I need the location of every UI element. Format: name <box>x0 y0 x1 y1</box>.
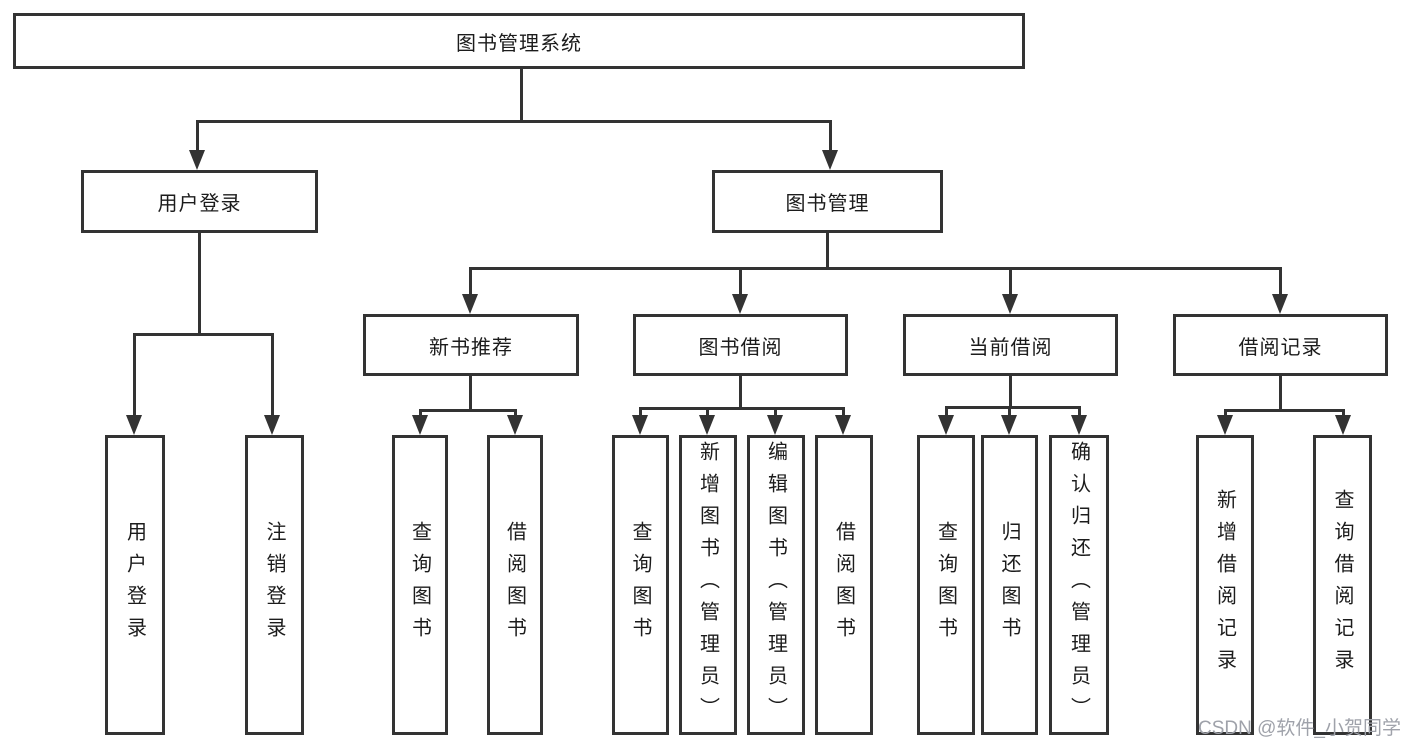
arrow-down-icon <box>126 415 142 435</box>
connector-drop-line <box>739 267 742 294</box>
connector-drop-line <box>829 120 832 152</box>
node-edit-books-admin: 编辑图书（管理员） <box>747 435 805 735</box>
watermark: CSDN @软件_小贺同学 <box>1198 718 1401 739</box>
arrow-down-icon <box>462 294 478 314</box>
node-query-borrow-record: 查询借阅记录 <box>1313 435 1372 735</box>
connector-drop-line <box>945 406 948 417</box>
connector-trunk-root <box>520 69 523 121</box>
arrow-down-icon <box>1071 415 1087 435</box>
arrow-down-icon <box>938 415 954 435</box>
node-user-login-leaf: 用户登录 <box>105 435 165 735</box>
connector-trunk-book-management <box>826 233 829 269</box>
node-logout: 注销登录 <box>245 435 304 735</box>
node-book-management: 图书管理 <box>712 170 943 233</box>
arrow-down-icon <box>264 415 280 435</box>
connector-drop-line <box>271 333 274 415</box>
connector-drop-line <box>469 267 472 294</box>
arrow-down-icon <box>835 415 851 435</box>
node-add-borrow-record: 新增借阅记录 <box>1196 435 1254 735</box>
node-query-books-borrowing: 查询图书 <box>612 435 669 735</box>
node-root: 图书管理系统 <box>13 13 1025 69</box>
connector-drop-line <box>514 409 517 417</box>
connector-splitter-borrowing-records <box>1224 409 1344 412</box>
node-query-books-current: 查询图书 <box>917 435 975 735</box>
connector-trunk-current-borrowing <box>1009 376 1012 407</box>
connector-drop-line <box>1342 409 1345 417</box>
node-borrow-books-borrowing: 借阅图书 <box>815 435 873 735</box>
node-new-book-recommendation: 新书推荐 <box>363 314 579 376</box>
connector-drop-line <box>842 407 845 417</box>
node-user-login: 用户登录 <box>81 170 318 233</box>
arrow-down-icon <box>189 150 205 170</box>
arrow-down-icon <box>1335 415 1351 435</box>
connector-splitter-new-book <box>419 409 517 412</box>
arrow-down-icon <box>822 150 838 170</box>
arrow-down-icon <box>632 415 648 435</box>
arrow-down-icon <box>1217 415 1233 435</box>
node-return-books: 归还图书 <box>981 435 1038 735</box>
connector-drop-line <box>1009 267 1012 294</box>
node-current-borrowing: 当前借阅 <box>903 314 1118 376</box>
node-borrow-books-recommend: 借阅图书 <box>487 435 543 735</box>
connector-splitter-book-management <box>469 267 1282 270</box>
arrow-down-icon <box>1272 294 1288 314</box>
connector-drop-line <box>639 407 642 417</box>
connector-drop-line <box>1078 406 1081 417</box>
node-confirm-return-admin: 确认归还（管理员） <box>1049 435 1109 735</box>
connector-drop-line <box>774 407 777 417</box>
connector-drop-line <box>1224 409 1227 417</box>
connector-drop-line <box>1279 267 1282 294</box>
arrow-down-icon <box>1002 294 1018 314</box>
node-book-borrowing: 图书借阅 <box>633 314 848 376</box>
connector-drop-line <box>1008 406 1011 417</box>
arrow-down-icon <box>699 415 715 435</box>
connector-drop-line <box>196 120 199 152</box>
connector-trunk-user-login <box>198 233 201 334</box>
connector-trunk-book-borrowing <box>739 376 742 408</box>
connector-drop-line <box>706 407 709 417</box>
connector-trunk-new-book <box>469 376 472 410</box>
arrow-down-icon <box>767 415 783 435</box>
connector-drop-line <box>133 333 136 415</box>
arrow-down-icon <box>732 294 748 314</box>
connector-splitter-book-borrowing <box>639 407 845 410</box>
node-query-books-recommend: 查询图书 <box>392 435 448 735</box>
connector-splitter-root <box>196 120 832 123</box>
connector-splitter-current-borrowing <box>945 406 1080 409</box>
arrow-down-icon <box>1001 415 1017 435</box>
connector-trunk-borrowing-records <box>1279 376 1282 410</box>
connector-splitter-user-login <box>133 333 273 336</box>
node-add-books-admin: 新增图书（管理员） <box>679 435 737 735</box>
arrow-down-icon <box>412 415 428 435</box>
arrow-down-icon <box>507 415 523 435</box>
connector-drop-line <box>419 409 422 417</box>
node-borrowing-records: 借阅记录 <box>1173 314 1388 376</box>
